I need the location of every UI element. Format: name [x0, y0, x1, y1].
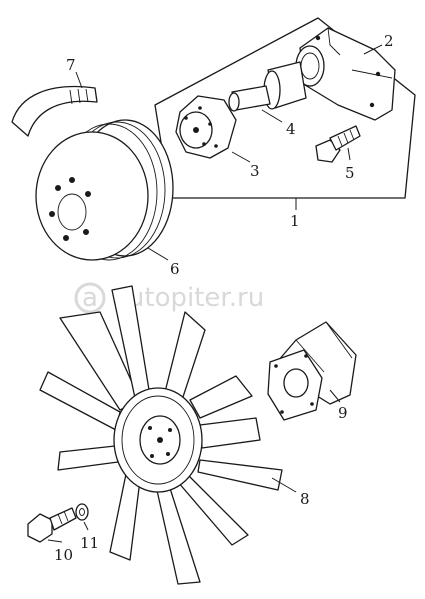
pump-housing — [295, 27, 396, 121]
svg-text:a: a — [82, 283, 98, 313]
callout-6: 6 — [170, 260, 180, 278]
leader-lines — [47, 44, 383, 543]
pulley — [35, 119, 174, 261]
callout-9: 9 — [338, 404, 348, 422]
callout-7: 7 — [66, 56, 76, 74]
callout-labels: 1 2 3 4 5 6 7 8 9 10 11 — [54, 32, 394, 564]
bolt-5 — [315, 125, 361, 163]
v-belt — [11, 85, 98, 137]
callout-11: 11 — [80, 534, 99, 552]
callout-10: 10 — [54, 546, 73, 564]
callout-4: 4 — [286, 120, 296, 138]
callout-5: 5 — [345, 164, 355, 182]
watermark-text: autopiter.ru — [112, 283, 264, 313]
callout-3: 3 — [250, 162, 260, 180]
watermark: a autopiter.ru — [74, 282, 264, 314]
callout-1: 1 — [290, 212, 300, 230]
callout-8: 8 — [300, 490, 310, 508]
pump-shaft — [228, 61, 307, 112]
fan-spacer — [267, 321, 357, 421]
callout-2: 2 — [384, 32, 394, 50]
washer-11 — [75, 503, 89, 521]
bolt-10 — [27, 507, 77, 543]
impeller — [175, 95, 237, 159]
cooling-fan — [39, 285, 283, 585]
